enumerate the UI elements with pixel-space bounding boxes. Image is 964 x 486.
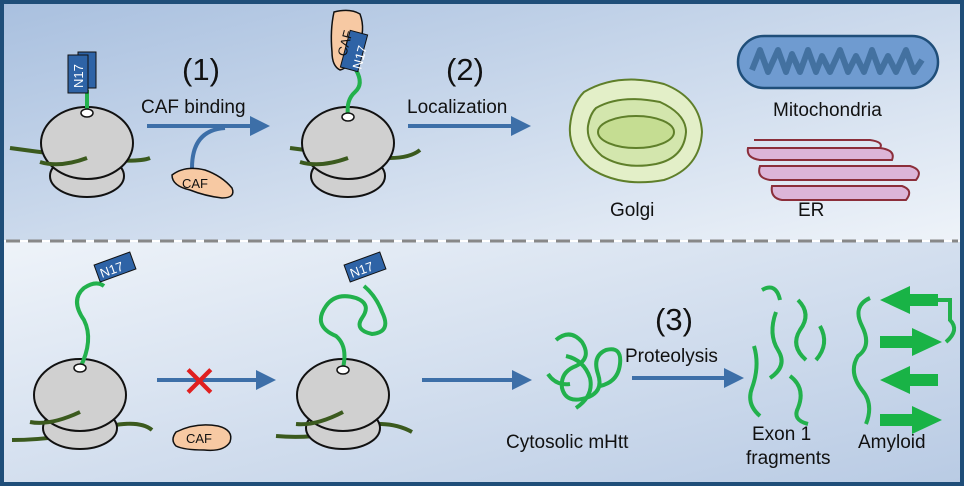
step2-number: (2) <box>446 52 484 87</box>
ribosome-top-b <box>289 9 422 198</box>
cytosolic-mhtt-icon <box>546 332 623 410</box>
caf-bound-label: CAF <box>334 29 355 58</box>
n17-tag <box>67 54 89 94</box>
ribosome-top-a: N17 <box>9 51 151 198</box>
n17-label: N17 <box>71 64 86 88</box>
bottom-panel <box>4 242 960 482</box>
step3-label: Proteolysis <box>625 346 718 367</box>
mitochondria-icon <box>736 34 940 90</box>
fragments-label-line1: Exon 1 <box>752 424 811 445</box>
er-icon <box>746 139 920 201</box>
golgi-label: Golgi <box>610 200 654 221</box>
er-label: ER <box>798 200 824 221</box>
fragments-label-line2: fragments <box>746 448 830 469</box>
mitochondria-label: Mitochondria <box>773 100 882 121</box>
svg-text:CAF: CAF <box>182 176 208 191</box>
step1-number: (1) <box>182 52 220 87</box>
amyloid-label: Amyloid <box>858 432 926 453</box>
blocked-cross-icon: ✕ <box>181 358 218 407</box>
step3-number: (3) <box>655 302 693 337</box>
amyloid-icon <box>851 286 957 434</box>
step1-label: CAF binding <box>141 97 246 118</box>
ribosome-bottom-a <box>11 251 154 450</box>
caf-bottom: CAF <box>172 424 232 452</box>
golgi-icon <box>568 78 704 184</box>
cytosolic-label: Cytosolic mHtt <box>506 432 629 453</box>
caf-recruit-curve <box>190 126 226 169</box>
svg-text:CAF: CAF <box>186 431 212 446</box>
step2-label: Localization <box>407 97 507 118</box>
exon1-fragments-icon <box>748 285 827 426</box>
ribosome-bottom-b <box>275 251 413 450</box>
caf-free: CAF <box>171 167 234 199</box>
n17-bound-label: N17 <box>349 44 370 71</box>
